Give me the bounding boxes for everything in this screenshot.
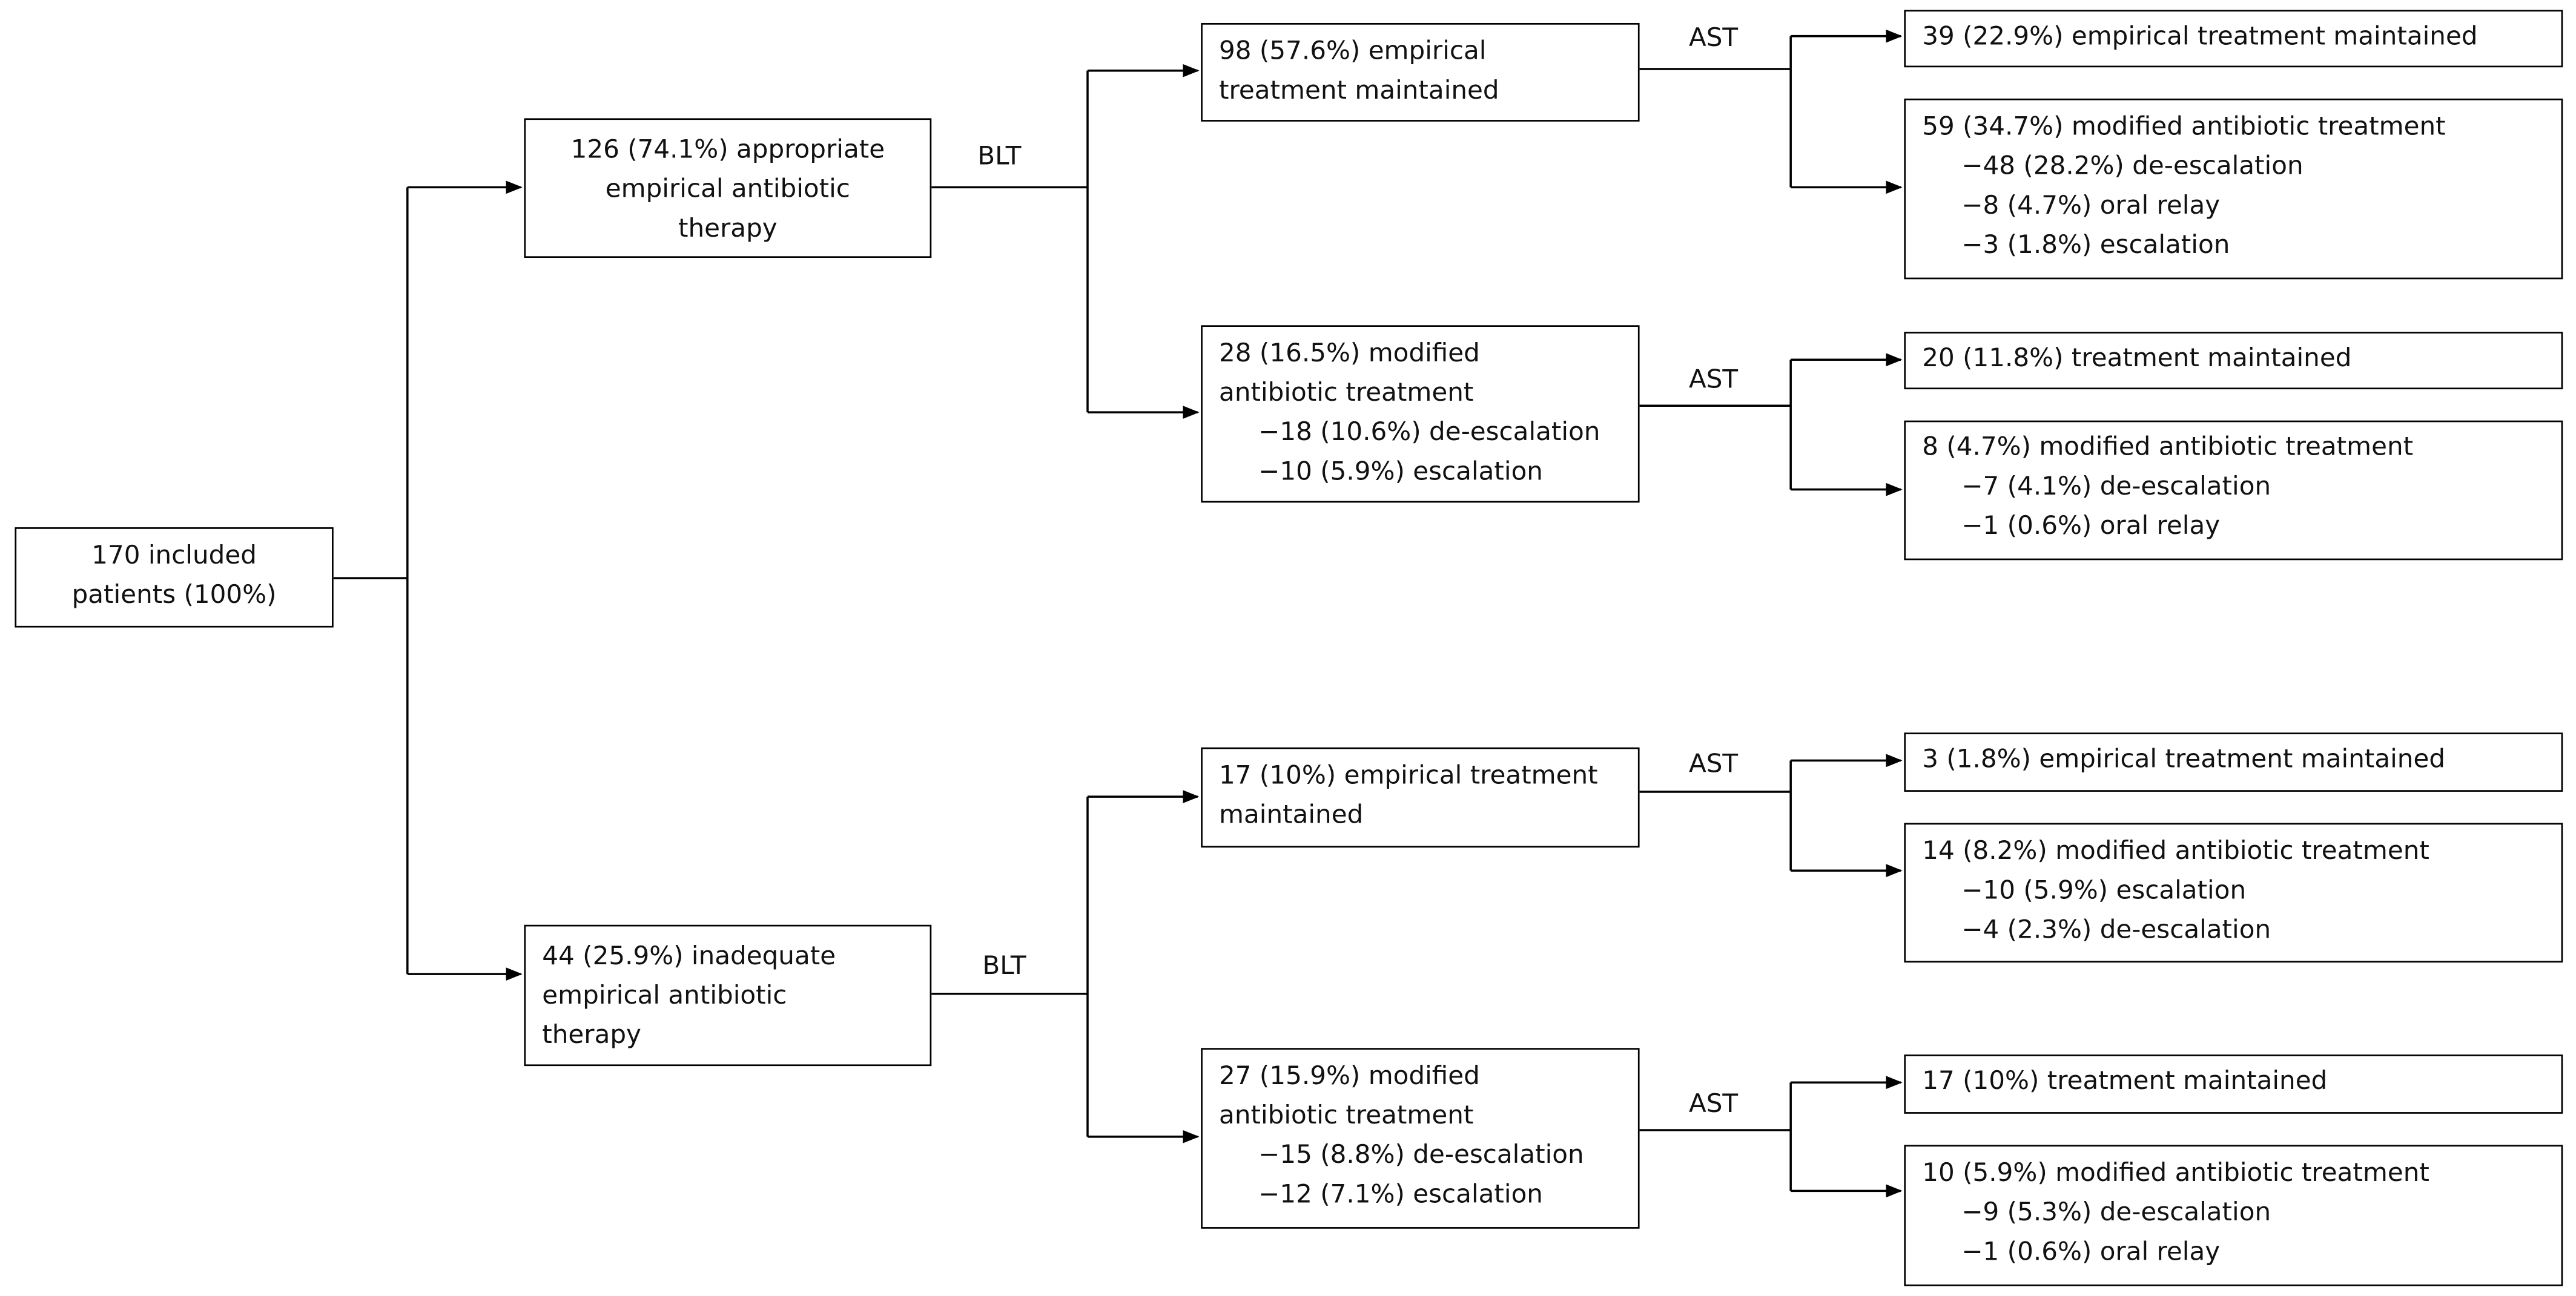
box-line: 17 (10%) empirical treatment <box>1219 760 1598 791</box>
root-box: 170 included patients (100%) <box>15 527 334 628</box>
group-line: empirical antibiotic <box>605 174 850 204</box>
outcome-title: 39 (22.9%) empirical treatment maintaine… <box>1922 21 2478 51</box>
outcome-title: 14 (8.2%) modified antibiotic treatment <box>1922 836 2429 866</box>
box-item: −12 (7.1%) escalation <box>1258 1179 1543 1209</box>
ast-label: AST <box>1688 1089 1739 1119</box>
empirical-maintained-box: 98 (57.6%) empirical treatment maintaine… <box>1201 22 1640 122</box>
outcome-box: 17 (10%) treatment maintained <box>1904 1054 2563 1114</box>
outcome-item: −3 (1.8%) escalation <box>1961 229 2230 260</box>
outcome-box: 8 (4.7%) modified antibiotic treatment −… <box>1904 420 2563 561</box>
outcome-item: −1 (0.6%) oral relay <box>1961 1237 2221 1267</box>
box-line: antibiotic treatment <box>1219 378 1474 407</box>
root-line: patients (100%) <box>71 579 277 610</box>
group-line: 126 (74.1%) appropriate <box>570 134 885 165</box>
outcome-title: 20 (11.8%) treatment maintained <box>1922 343 2352 373</box>
inadequate-therapy-box: 44 (25.9%) inadequate empirical antibiot… <box>524 924 932 1067</box>
root-line: 170 included <box>91 540 257 570</box>
box-line: 27 (15.9%) modified <box>1219 1061 1480 1091</box>
box-line: 28 (16.5%) modified <box>1219 338 1480 368</box>
outcome-title: 10 (5.9%) modified antibiotic treatment <box>1922 1158 2429 1188</box>
outcome-box: 14 (8.2%) modified antibiotic treatment … <box>1904 823 2563 963</box>
outcome-item: −48 (28.2%) de-escalation <box>1961 151 2304 181</box>
outcome-box: 10 (5.9%) modified antibiotic treatment … <box>1904 1145 2563 1286</box>
outcome-box: 3 (1.8%) empirical treatment maintained <box>1904 732 2563 792</box>
outcome-item: −7 (4.1%) de-escalation <box>1961 471 2271 501</box>
box-line: maintained <box>1219 800 1364 830</box>
ast-label: AST <box>1688 364 1739 395</box>
group-line: therapy <box>542 1020 641 1050</box>
box-item: −18 (10.6%) de-escalation <box>1258 417 1600 447</box>
outcome-item: −4 (2.3%) de-escalation <box>1961 915 2271 945</box>
outcome-title: 59 (34.7%) modified antibiotic treatment <box>1922 111 2446 142</box>
outcome-box: 20 (11.8%) treatment maintained <box>1904 332 2563 390</box>
box-item: −10 (5.9%) escalation <box>1258 456 1543 487</box>
outcome-title: 8 (4.7%) modified antibiotic treatment <box>1922 432 2414 462</box>
appropriate-therapy-box: 126 (74.1%) appropriate empirical antibi… <box>524 118 932 258</box>
outcome-item: −1 (0.6%) oral relay <box>1961 510 2221 541</box>
empirical-maintained-box: 17 (10%) empirical treatment maintained <box>1201 747 1640 848</box>
outcome-box: 39 (22.9%) empirical treatment maintaine… <box>1904 10 2563 68</box>
box-line: 98 (57.6%) empirical <box>1219 36 1487 66</box>
outcome-title: 3 (1.8%) empirical treatment maintained <box>1922 744 2446 774</box>
box-line: treatment maintained <box>1219 75 1499 105</box>
box-item: −15 (8.8%) de-escalation <box>1258 1140 1584 1170</box>
group-line: empirical antibiotic <box>542 981 787 1010</box>
outcome-item: −10 (5.9%) escalation <box>1961 875 2247 906</box>
blt-label: BLT <box>982 951 1026 981</box>
ast-label: AST <box>1688 749 1739 779</box>
outcome-title: 17 (10%) treatment maintained <box>1922 1066 2328 1096</box>
group-line: 44 (25.9%) inadequate <box>542 941 836 971</box>
ast-label: AST <box>1688 22 1739 53</box>
modified-treatment-box: 28 (16.5%) modified antibiotic treatment… <box>1201 325 1640 503</box>
outcome-item: −9 (5.3%) de-escalation <box>1961 1197 2271 1228</box>
box-line: antibiotic treatment <box>1219 1100 1474 1130</box>
group-line: therapy <box>678 213 778 243</box>
blt-label: BLT <box>977 141 1022 171</box>
modified-treatment-box: 27 (15.9%) modified antibiotic treatment… <box>1201 1048 1640 1229</box>
outcome-item: −8 (4.7%) oral relay <box>1961 190 2221 220</box>
outcome-box: 59 (34.7%) modified antibiotic treatment… <box>1904 98 2563 280</box>
